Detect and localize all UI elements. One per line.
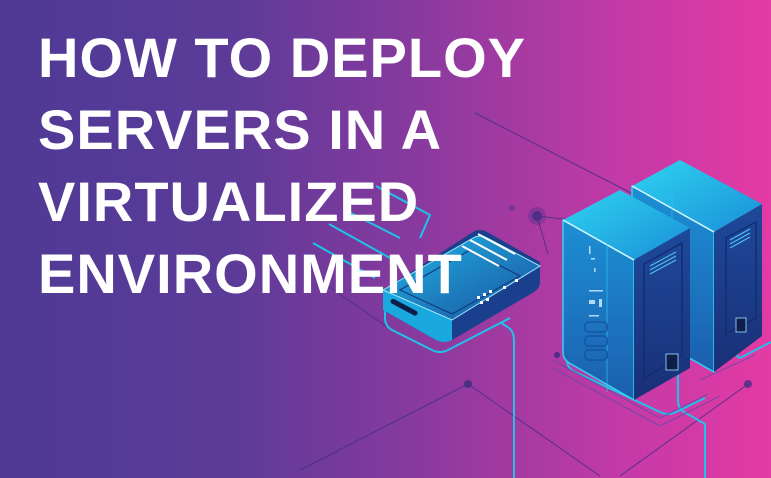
title-line-3: VIRTUALIZED	[38, 170, 420, 233]
server-rack-icon	[562, 190, 690, 402]
title-line-2: SERVERS IN A	[38, 98, 443, 161]
network-node-icon	[464, 380, 472, 388]
server-rack-icon	[631, 160, 762, 374]
network-lines	[299, 112, 749, 477]
router-icon	[381, 230, 542, 342]
title-line-4: ENVIRONMENT	[38, 242, 463, 305]
page-title: HOW TO DEPLOY SERVERS IN A VIRTUALIZED E…	[38, 22, 526, 310]
network-node-icon	[532, 211, 542, 221]
title-line-1: HOW TO DEPLOY	[38, 26, 526, 89]
